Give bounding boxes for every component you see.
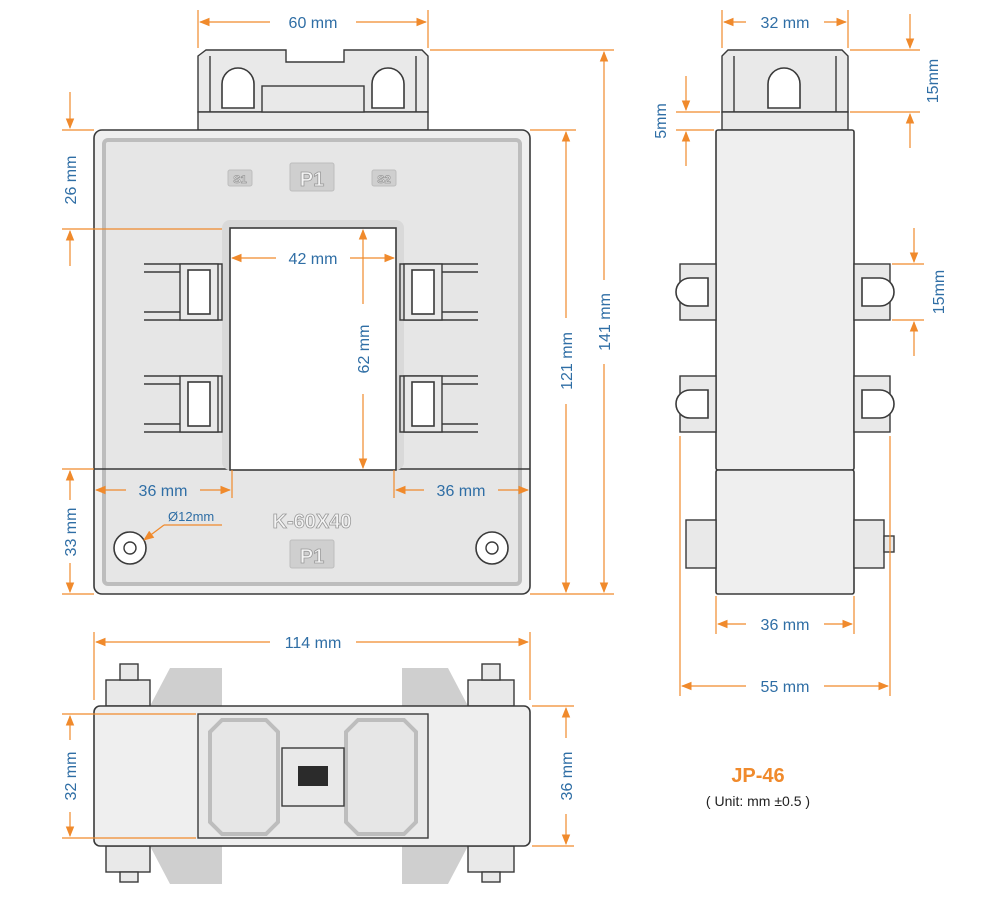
- svg-text:32 mm: 32 mm: [63, 752, 80, 801]
- clip-right-bottom: [399, 375, 478, 433]
- dim-top-margin: 26 mm: [62, 92, 222, 266]
- mounting-hole-left: [113, 531, 147, 565]
- dim-window-height: 62 mm: [356, 228, 373, 470]
- front-terminal-block: [197, 49, 429, 131]
- pin-top-left: [105, 663, 151, 707]
- svg-text:36 mm: 36 mm: [437, 483, 486, 500]
- side-boss-left: [685, 519, 717, 569]
- side-boss-right: [853, 519, 885, 569]
- pin-bottom-right: [467, 845, 515, 883]
- marking-p1: P1: [289, 162, 335, 192]
- svg-text:36 mm: 36 mm: [139, 483, 188, 500]
- clip-left-top: [144, 263, 223, 321]
- marking-s2: S2: [371, 169, 397, 187]
- front-view: S1 P1 S2 K-60X40 P1 Ø12mm: [62, 10, 614, 595]
- shadow-top-left: [150, 668, 222, 706]
- dim-side-body-width: 36 mm: [715, 596, 855, 634]
- dim-side-top-width: 32 mm: [721, 10, 849, 48]
- svg-text:55 mm: 55 mm: [761, 679, 810, 696]
- side-boss-tip: [883, 535, 895, 553]
- side-body-lower: [715, 469, 855, 595]
- bottom-view: 114 mm 32 mm 36 mm: [62, 632, 576, 884]
- svg-text:P1: P1: [300, 546, 324, 568]
- side-clip-left-bottom: [675, 375, 717, 433]
- svg-text:121 mm: 121 mm: [559, 332, 576, 390]
- side-cap: [721, 49, 849, 131]
- shadow-bottom-right: [402, 846, 468, 884]
- dim-bottom-right-height: 36 mm: [532, 705, 576, 847]
- side-body-upper: [715, 129, 855, 471]
- bottom-terminal-left: [208, 718, 280, 836]
- svg-text:26 mm: 26 mm: [63, 156, 80, 205]
- svg-text:141 mm: 141 mm: [597, 293, 614, 351]
- svg-text:S2: S2: [377, 174, 390, 186]
- svg-text:32 mm: 32 mm: [761, 15, 810, 32]
- svg-text:15mm: 15mm: [931, 270, 948, 314]
- svg-text:36 mm: 36 mm: [559, 752, 576, 801]
- window-opening: [229, 227, 397, 471]
- side-clip-left-top: [675, 263, 717, 321]
- dim-side-clip-height: 15mm: [892, 228, 948, 356]
- dim-total-height: 141 mm: [430, 49, 614, 594]
- pin-top-right: [467, 663, 515, 707]
- bottom-terminal-right: [344, 718, 418, 836]
- side-clip-right-bottom: [853, 375, 895, 433]
- side-clip-right-top: [853, 263, 895, 321]
- bottom-terminal-screw: [298, 766, 328, 786]
- clip-right-top: [399, 263, 478, 321]
- shadow-top-right: [402, 668, 468, 706]
- svg-text:62 mm: 62 mm: [356, 325, 373, 374]
- pin-bottom-left: [105, 845, 151, 883]
- dim-side-cap-step: 5mm: [653, 76, 720, 166]
- dim-bottom-left-height: 32 mm: [62, 713, 196, 839]
- svg-text:S1: S1: [233, 174, 246, 186]
- clip-left-bottom: [144, 375, 223, 433]
- svg-text:P1: P1: [300, 169, 324, 191]
- dim-bottom-total-width: 114 mm: [93, 632, 531, 700]
- dim-window-width: 42 mm: [230, 251, 396, 268]
- svg-text:36 mm: 36 mm: [761, 617, 810, 634]
- hole-leader: [143, 524, 165, 541]
- dim-left-side: 36 mm: [94, 470, 233, 500]
- svg-text:60 mm: 60 mm: [289, 15, 338, 32]
- svg-text:33 mm: 33 mm: [63, 508, 80, 557]
- dim-side-cap-height: 15mm: [850, 14, 942, 148]
- svg-text:15mm: 15mm: [925, 59, 942, 103]
- svg-text:5mm: 5mm: [653, 103, 670, 139]
- marking-s1: S1: [227, 169, 253, 187]
- svg-text:42 mm: 42 mm: [289, 251, 338, 268]
- dim-bottom-margin: 33 mm: [62, 468, 94, 595]
- dim-body-height: 121 mm: [530, 129, 614, 595]
- shadow-bottom-left: [150, 846, 222, 884]
- dim-side-total-width: 55 mm: [679, 436, 891, 696]
- svg-text:114 mm: 114 mm: [285, 635, 342, 652]
- dim-front-top-width: 60 mm: [197, 10, 429, 48]
- dim-right-side: 36 mm: [393, 470, 530, 500]
- mounting-hole-right: [475, 531, 509, 565]
- unit-note: ( Unit: mm ±0.5 ): [706, 793, 810, 809]
- model-code: JP-46: [731, 765, 784, 787]
- marking-p1-bottom: P1: [289, 539, 335, 569]
- dim-hole-diameter: Ø12mm: [168, 509, 214, 524]
- side-view: 32 mm 15mm 5mm 15mm 36 m: [653, 10, 948, 696]
- marking-body-code: K-60X40: [273, 511, 352, 533]
